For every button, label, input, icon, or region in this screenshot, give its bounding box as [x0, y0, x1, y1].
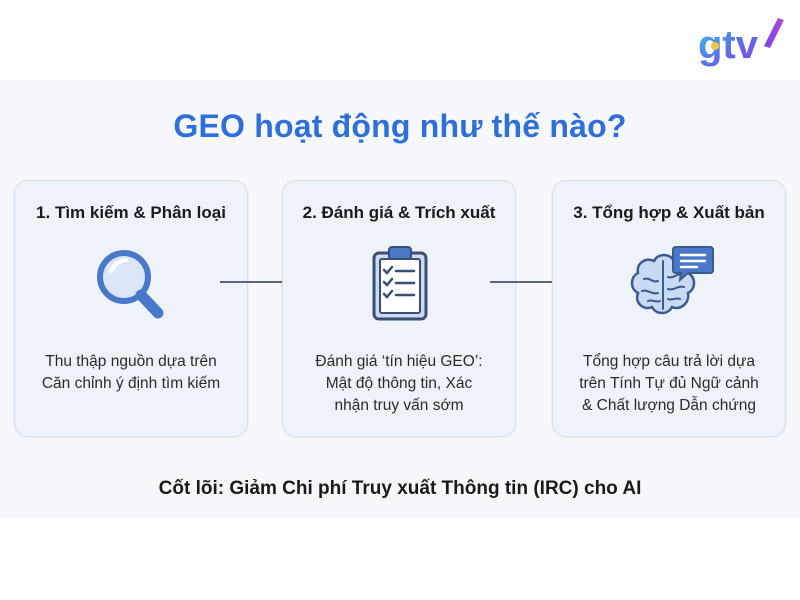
step-card-evaluate: 2. Đánh giá & Trích xuất Đánh giá ‘tín h… [282, 180, 516, 437]
step-card-search: 1. Tìm kiếm & Phân loại Thu thập nguồn d… [14, 180, 248, 437]
core-statement: Cốt lõi: Giảm Chi phí Truy xuất Thông ti… [158, 478, 642, 499]
step-description: Tổng hợp câu trả lời dựa trên Tính Tự đủ… [579, 353, 759, 414]
page-title: GEO hoạt động như thế nào? [173, 108, 627, 144]
step-title: 3. Tổng hợp & Xuất bản [573, 203, 765, 222]
step-title: 1. Tìm kiếm & Phân loại [36, 203, 226, 222]
brain-chat-icon [630, 246, 714, 315]
magnifier-icon [97, 250, 164, 319]
step-title: 2. Đánh giá & Trích xuất [302, 203, 496, 222]
step-description: Thu thập nguồn dựa trên Căn chỉnh ý định… [41, 353, 221, 392]
step-description: Đánh giá ‘tín hiệu GEO’: Mật độ thông ti… [315, 353, 483, 414]
gtv-logo: gtv [698, 18, 784, 67]
clipboard-checklist-icon [372, 246, 428, 321]
step-card-synthesize: 3. Tổng hợp & Xuất bản Tổng hợp c [552, 180, 786, 437]
svg-text:gtv: gtv [698, 23, 759, 67]
